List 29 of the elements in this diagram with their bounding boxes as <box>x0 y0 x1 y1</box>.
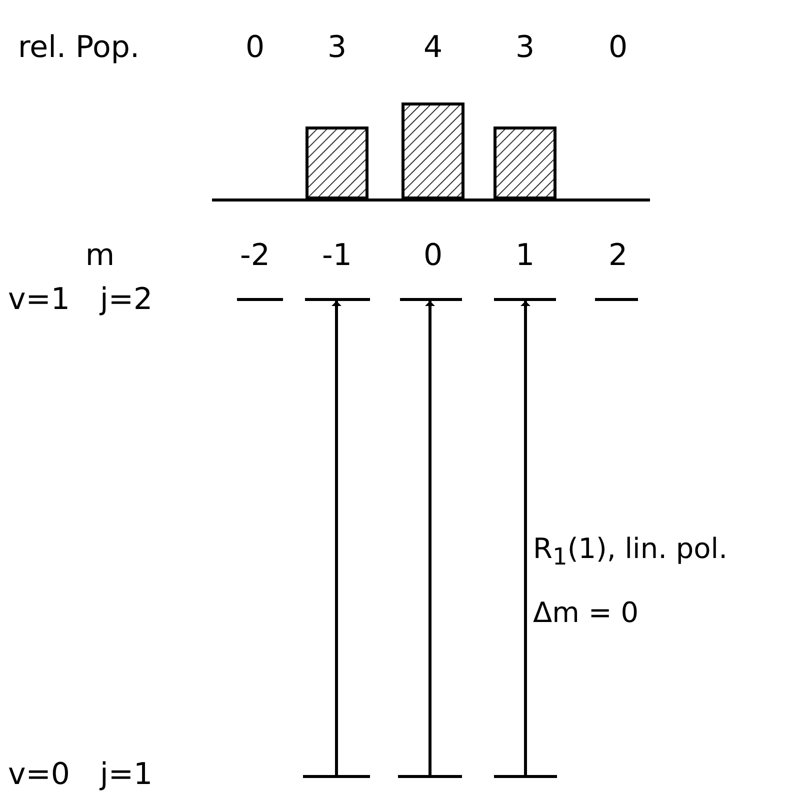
label: v=0 <box>8 760 70 790</box>
label: R$_{1}$(1), lin. pol. <box>533 535 728 569</box>
category-label: 0 <box>423 241 443 271</box>
label: Δm = 0 <box>533 599 639 627</box>
label: j=2 <box>100 285 153 315</box>
category-label: -2 <box>240 241 270 271</box>
energy-level <box>237 298 283 301</box>
value-label: 0 <box>245 33 265 63</box>
axis-label: m <box>85 241 115 271</box>
energy-level <box>494 298 556 301</box>
value-label: 3 <box>327 33 347 63</box>
category-label: 2 <box>608 241 628 271</box>
axis-label: rel. Pop. <box>18 33 140 63</box>
energy-level <box>305 298 370 301</box>
category-label: -1 <box>322 241 352 271</box>
arrow <box>425 301 435 775</box>
value-label: 4 <box>423 33 443 63</box>
label: v=1 <box>8 285 70 315</box>
value-label: 3 <box>515 33 535 63</box>
energy-level <box>303 775 370 778</box>
arrow <box>520 301 530 775</box>
energy-level <box>398 775 462 778</box>
label: j=1 <box>100 760 153 790</box>
energy-level <box>494 775 557 778</box>
category-label: 1 <box>515 241 535 271</box>
energy-level <box>400 298 462 301</box>
arrow <box>332 301 342 775</box>
value-label: 0 <box>608 33 628 63</box>
energy-level <box>595 298 638 301</box>
